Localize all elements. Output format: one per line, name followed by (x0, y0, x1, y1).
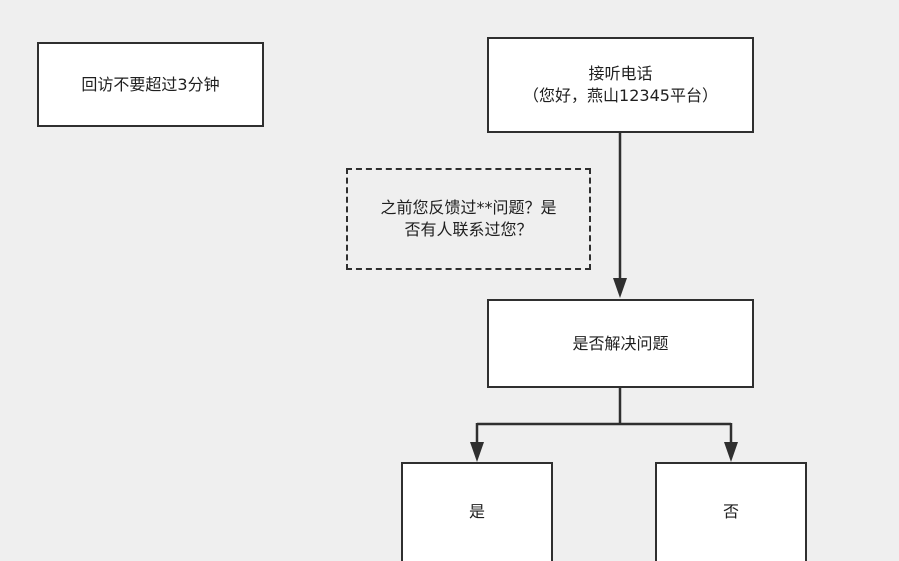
is-resolved-node[interactable]: 是否解决问题 (487, 299, 754, 388)
edge-answer-to-resolved (613, 132, 627, 298)
yes-node[interactable]: 是 (401, 462, 553, 561)
answer-call-node[interactable]: 接听电话 （您好，燕山12345平台） (487, 37, 754, 133)
no-label: 否 (722, 502, 739, 521)
note-time-limit-node[interactable]: 回访不要超过3分钟 (37, 42, 264, 127)
question-prompt-line1: 之前您反馈过**问题？是 (380, 198, 557, 217)
note-time-limit-label: 回访不要超过3分钟 (81, 74, 220, 94)
arrowhead-icon (724, 442, 738, 462)
arrowhead-icon (470, 442, 484, 462)
edge-to-yes (470, 423, 484, 462)
answer-call-label-line1: 接听电话 (588, 64, 653, 83)
no-node[interactable]: 否 (655, 462, 807, 561)
arrowhead-icon (613, 278, 627, 298)
yes-label: 是 (468, 502, 485, 521)
question-prompt-line2: 否有人联系过您？ (404, 220, 533, 239)
answer-call-label-line2: （您好，燕山12345平台） (523, 86, 718, 105)
edge-to-no (724, 423, 738, 462)
is-resolved-label: 是否解决问题 (572, 333, 669, 353)
edge-resolved-split (477, 387, 731, 426)
question-prompt-node[interactable]: 之前您反馈过**问题？是 否有人联系过您？ (346, 168, 591, 270)
